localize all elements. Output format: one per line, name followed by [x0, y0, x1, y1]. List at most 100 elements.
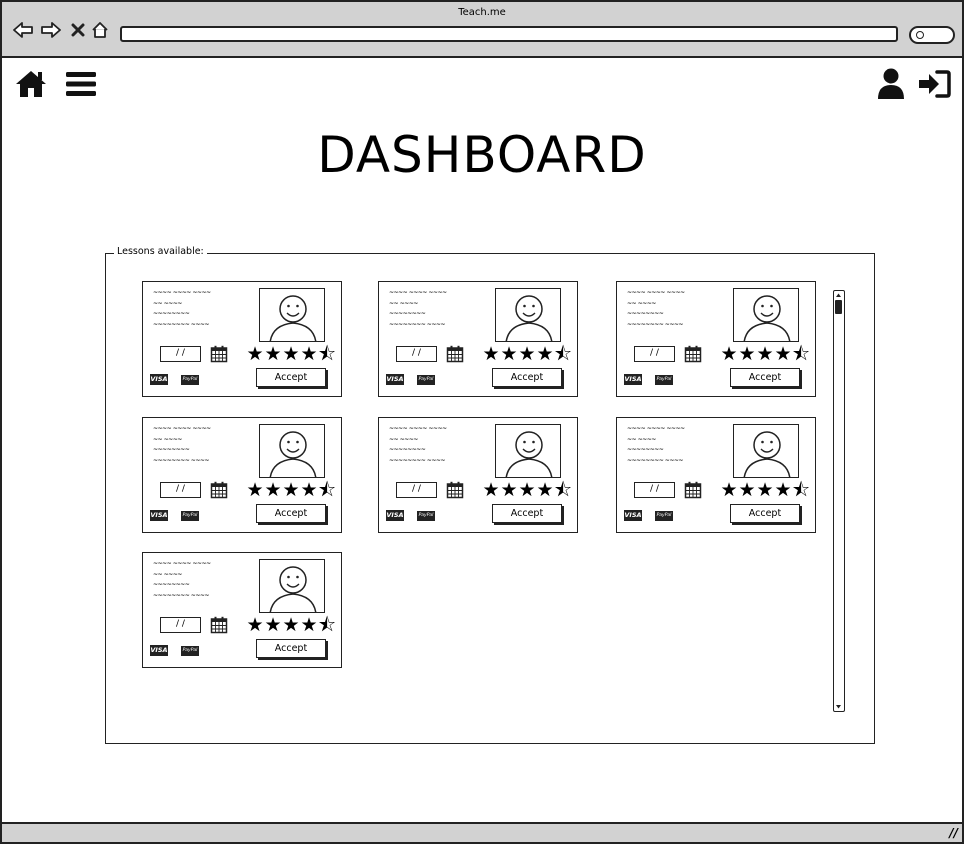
paypal-logo: PayPal — [181, 646, 199, 656]
lesson-date-field[interactable]: / / — [160, 482, 201, 498]
lesson-card: ~~~~ ~~~~ ~~~~ ~~ ~~~~ ~~~~~~~~ ~~~~~~~~… — [142, 552, 342, 668]
star-icon: ★ — [756, 343, 774, 365]
lesson-description-line: ~~~~~~~~ ~~~~ — [627, 456, 683, 464]
teacher-rating: ★ ★ ★ ★ ⯪ — [482, 344, 572, 364]
vertical-scrollbar[interactable] — [833, 290, 845, 712]
lesson-description-line: ~~~~ ~~~~ ~~~~ — [627, 289, 685, 296]
star-icon: ★ — [536, 479, 554, 501]
close-icon[interactable] — [67, 19, 89, 41]
lesson-description-line: ~~~~ ~~~~ ~~~~ — [153, 560, 211, 567]
paypal-logo: PayPal — [655, 511, 673, 521]
star-icon: ★ — [282, 614, 300, 636]
resize-grip-icon[interactable]: // — [949, 826, 958, 840]
hamburger-menu-icon[interactable] — [64, 68, 98, 100]
scroll-down-icon[interactable] — [835, 703, 842, 710]
forward-arrow-icon[interactable] — [40, 19, 62, 41]
visa-logo: VISA — [386, 374, 404, 385]
calendar-icon[interactable] — [210, 481, 228, 499]
star-icon: ★ — [756, 479, 774, 501]
avatar-placeholder-icon — [743, 431, 791, 477]
paypal-logo: PayPal — [417, 511, 435, 521]
avatar-placeholder-icon — [269, 431, 317, 477]
back-arrow-icon[interactable] — [12, 19, 34, 41]
lesson-description: ~~~~ ~~~~ ~~~~ ~~ ~~~~ ~~~~~~~~ ~~~~~~~~… — [153, 559, 248, 601]
teacher-avatar — [495, 288, 561, 342]
lesson-date-field[interactable]: / / — [634, 346, 675, 362]
star-icon: ★ — [518, 479, 536, 501]
lesson-date-field[interactable]: / / — [160, 346, 201, 362]
lesson-date-field[interactable]: / / — [396, 482, 437, 498]
star-icon: ★ — [536, 343, 554, 365]
status-bar: // — [2, 822, 962, 842]
avatar-placeholder-icon — [269, 566, 317, 612]
calendar-icon[interactable] — [684, 481, 702, 499]
lesson-description-line: ~~~~ ~~~~ ~~~~ — [627, 425, 685, 432]
paypal-logo: PayPal — [181, 375, 199, 385]
address-bar[interactable] — [120, 26, 898, 42]
lesson-card: ~~~~ ~~~~ ~~~~ ~~ ~~~~ ~~~~~~~~ ~~~~~~~~… — [378, 417, 578, 533]
calendar-icon[interactable] — [446, 481, 464, 499]
lesson-description: ~~~~ ~~~~ ~~~~ ~~ ~~~~ ~~~~~~~~ ~~~~~~~~… — [627, 424, 722, 466]
sign-in-icon[interactable] — [917, 68, 951, 100]
home-icon[interactable] — [14, 68, 48, 100]
lesson-description-line: ~~~~~~~~ ~~~~ — [389, 320, 445, 328]
home-outline-icon[interactable] — [89, 19, 111, 41]
visa-logo: VISA — [624, 510, 642, 521]
lesson-description-line: ~~~~ ~~~~ ~~~~ — [153, 289, 211, 296]
star-icon: ★ — [300, 614, 318, 636]
lesson-description-line: ~~ ~~~~ — [627, 435, 656, 443]
lessons-panel: Lessons available: ~~~~ ~~~~ ~~~~ ~~ ~~~… — [105, 246, 875, 744]
star-icon: ★ — [300, 479, 318, 501]
lesson-description-line: ~~ ~~~~ — [153, 299, 182, 307]
teacher-rating: ★ ★ ★ ★ ⯪ — [246, 480, 336, 500]
star-icon: ★ — [518, 343, 536, 365]
lesson-description-line: ~~~~~~~~ ~~~~ — [627, 320, 683, 328]
lesson-description-line: ~~ ~~~~ — [627, 299, 656, 307]
teacher-avatar — [259, 288, 325, 342]
lesson-description-line: ~~~~~~~~ ~~~~ — [153, 320, 209, 328]
lesson-description-line: ~~~~~~~~ — [627, 310, 664, 317]
lesson-description: ~~~~ ~~~~ ~~~~ ~~ ~~~~ ~~~~~~~~ ~~~~~~~~… — [153, 424, 248, 466]
star-half-icon: ⯪ — [318, 614, 336, 636]
accept-button[interactable]: Accept — [256, 639, 326, 658]
visa-logo: VISA — [150, 374, 168, 385]
accept-button[interactable]: Accept — [256, 368, 326, 387]
calendar-icon[interactable] — [684, 345, 702, 363]
lesson-date-field[interactable]: / / — [396, 346, 437, 362]
star-half-icon: ⯪ — [554, 343, 572, 365]
lesson-description-line: ~~~~~~~~ — [389, 446, 426, 453]
star-icon: ★ — [300, 343, 318, 365]
lesson-card: ~~~~ ~~~~ ~~~~ ~~ ~~~~ ~~~~~~~~ ~~~~~~~~… — [142, 417, 342, 533]
lesson-description-line: ~~~~~~~~ — [153, 581, 190, 588]
accept-button[interactable]: Accept — [492, 504, 562, 523]
user-icon[interactable] — [876, 68, 906, 100]
lesson-description: ~~~~ ~~~~ ~~~~ ~~ ~~~~ ~~~~~~~~ ~~~~~~~~… — [627, 288, 722, 330]
lesson-description-line: ~~~~~~~~ — [389, 310, 426, 317]
teacher-rating: ★ ★ ★ ★ ⯪ — [246, 615, 336, 635]
visa-logo: VISA — [150, 645, 168, 656]
star-icon: ★ — [246, 479, 264, 501]
lesson-description-line: ~~ ~~~~ — [389, 299, 418, 307]
lesson-description-line: ~~~~ ~~~~ ~~~~ — [389, 289, 447, 296]
star-icon: ★ — [282, 343, 300, 365]
scroll-up-icon[interactable] — [835, 292, 842, 299]
avatar-placeholder-icon — [505, 431, 553, 477]
star-half-icon: ⯪ — [318, 343, 336, 365]
accept-button[interactable]: Accept — [256, 504, 326, 523]
accept-button[interactable]: Accept — [492, 368, 562, 387]
paypal-logo: PayPal — [655, 375, 673, 385]
accept-button[interactable]: Accept — [730, 368, 800, 387]
lesson-date-field[interactable]: / / — [634, 482, 675, 498]
accept-button[interactable]: Accept — [730, 504, 800, 523]
scroll-thumb[interactable] — [835, 300, 842, 314]
calendar-icon[interactable] — [446, 345, 464, 363]
visa-logo: VISA — [150, 510, 168, 521]
teacher-rating: ★ ★ ★ ★ ⯪ — [246, 344, 336, 364]
browser-search-field[interactable] — [909, 26, 955, 44]
calendar-icon[interactable] — [210, 616, 228, 634]
star-icon: ★ — [774, 343, 792, 365]
calendar-icon[interactable] — [210, 345, 228, 363]
lesson-card: ~~~~ ~~~~ ~~~~ ~~ ~~~~ ~~~~~~~~ ~~~~~~~~… — [142, 281, 342, 397]
lesson-date-field[interactable]: / / — [160, 617, 201, 633]
